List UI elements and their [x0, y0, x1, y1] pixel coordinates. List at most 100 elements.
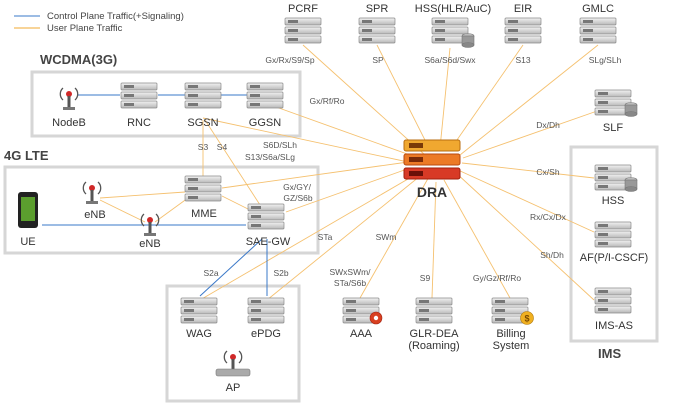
legend-control-label: Control Plane Traffic(+Signaling): [47, 11, 184, 22]
iface-s2a: S2a: [203, 268, 218, 278]
link-sgsn-saegw: [204, 119, 263, 209]
glr-label: GLR-DEA: [410, 328, 460, 340]
glr-node[interactable]: [415, 297, 453, 324]
link-hss: [461, 162, 595, 179]
dra-label: DRA: [417, 184, 447, 200]
hss-node[interactable]: [594, 164, 638, 192]
svg-text:$: $: [524, 314, 529, 324]
link-spr: [376, 44, 431, 151]
spr-node[interactable]: [358, 17, 396, 44]
dra-node[interactable]: [403, 139, 461, 180]
iface-spr: SP: [372, 55, 384, 65]
iface-s4: S4: [217, 142, 228, 152]
lte-group-box: [3, 165, 320, 255]
user-links: [42, 94, 268, 297]
ims-as-node[interactable]: [594, 287, 632, 314]
eir-node[interactable]: [504, 17, 542, 44]
billing-system-label: System: [493, 340, 530, 352]
aaa-node[interactable]: [342, 297, 383, 325]
link-billing: [443, 179, 511, 299]
control-links: [99, 44, 601, 301]
gmlc-node[interactable]: [579, 17, 617, 44]
hss-label: HSS: [602, 195, 625, 207]
link-sgsn: [202, 117, 409, 163]
iface-pcrf: Gx/Rx/S9/Sp: [265, 55, 314, 65]
link-enb2-mme: [154, 197, 189, 223]
wcdma-title: WCDMA(3G): [40, 52, 117, 67]
sgsn-label: SGSN: [187, 117, 218, 129]
wifi-group-box: [165, 284, 301, 403]
ggsn-label: GGSN: [249, 117, 281, 129]
link-glr: [431, 181, 437, 299]
rnc-node[interactable]: [120, 82, 158, 109]
af-label: AF(P/I-CSCF): [580, 252, 648, 264]
epdg-node[interactable]: [247, 297, 285, 324]
ims-as-label: IMS-AS: [595, 320, 633, 332]
mme-label: MME: [191, 208, 217, 220]
ap-device[interactable]: [215, 350, 251, 377]
enb2-label: eNB: [139, 238, 160, 250]
wag-node[interactable]: [180, 297, 218, 324]
legend: Control Plane Traffic(+Signaling) User P…: [14, 11, 184, 34]
billing-node[interactable]: $: [491, 297, 534, 325]
link-wag: [199, 171, 421, 301]
link-ims-as: [454, 171, 595, 301]
link-hss-hlr: [439, 47, 451, 149]
iface-s9: S9: [420, 273, 431, 283]
wag-label: WAG: [186, 328, 212, 340]
link-enb1-enb2: [99, 199, 146, 223]
enb1-antenna[interactable]: [82, 181, 102, 205]
glr-roaming-label: (Roaming): [408, 340, 459, 352]
link-slf: [462, 109, 601, 159]
legend-user-label: User Plane Traffic: [47, 23, 123, 34]
iface-aaa-2: STa/S6b: [334, 278, 366, 288]
hss-hlr-label: HSS(HLR/AuC): [415, 3, 491, 15]
iface-hss: Cx/Sh: [536, 167, 559, 177]
pcrf-node[interactable]: [284, 17, 322, 44]
link-mme: [221, 161, 409, 189]
ue-phone[interactable]: [18, 192, 38, 228]
ue-label: UE: [20, 236, 35, 248]
iface-saegw-2: GZ/S6b: [283, 193, 313, 203]
mme-node[interactable]: [184, 175, 222, 202]
ggsn-node[interactable]: [246, 82, 284, 109]
iface-billing: Gy/Gz/Rf/Ro: [473, 273, 521, 283]
nodeb-label: NodeB: [52, 117, 86, 129]
saegw-label: SAE-GW: [246, 236, 291, 248]
aaa-label: AAA: [350, 328, 373, 340]
link-gmlc: [459, 44, 599, 156]
slf-node[interactable]: [594, 89, 638, 117]
pcrf-label: PCRF: [288, 3, 318, 15]
spr-label: SPR: [366, 3, 389, 15]
iface-slf: Dx/Dh: [536, 120, 560, 130]
rnc-label: RNC: [127, 117, 151, 129]
link-eir: [449, 44, 524, 151]
gmlc-label: GMLC: [582, 3, 614, 15]
ims-group-box: [569, 145, 659, 343]
iface-ims-as: Sh/Dh: [540, 250, 564, 260]
iface-sgsn-2: S13/S6a/SLg: [245, 152, 295, 162]
ims-title: IMS: [598, 346, 621, 361]
link-af: [457, 169, 595, 233]
saegw-node[interactable]: [247, 203, 285, 230]
iface-s2b: S2b: [273, 268, 288, 278]
iface-sta: STa: [318, 232, 333, 242]
link-mme-saegw: [221, 195, 251, 211]
link-aaa: [359, 174, 431, 299]
link-pcrf: [302, 44, 426, 156]
iface-gmlc: SLg/SLh: [589, 55, 622, 65]
iface-swm: SWm: [376, 232, 397, 242]
ap-label: AP: [226, 382, 241, 394]
af-node[interactable]: [594, 221, 632, 248]
iface-af: Rx/Cx/Dx: [530, 212, 567, 222]
nodeb-antenna[interactable]: [59, 87, 79, 111]
wcdma-group-box: [30, 70, 302, 138]
iface-s3: S3: [198, 142, 209, 152]
sgsn-node[interactable]: [184, 82, 222, 109]
link-saegw: [285, 167, 411, 213]
epdg-label: ePDG: [251, 328, 281, 340]
hss-hlr-node[interactable]: [431, 17, 475, 48]
iface-aaa-1: SWxSWm/: [329, 267, 371, 277]
slf-label: SLF: [603, 122, 623, 134]
